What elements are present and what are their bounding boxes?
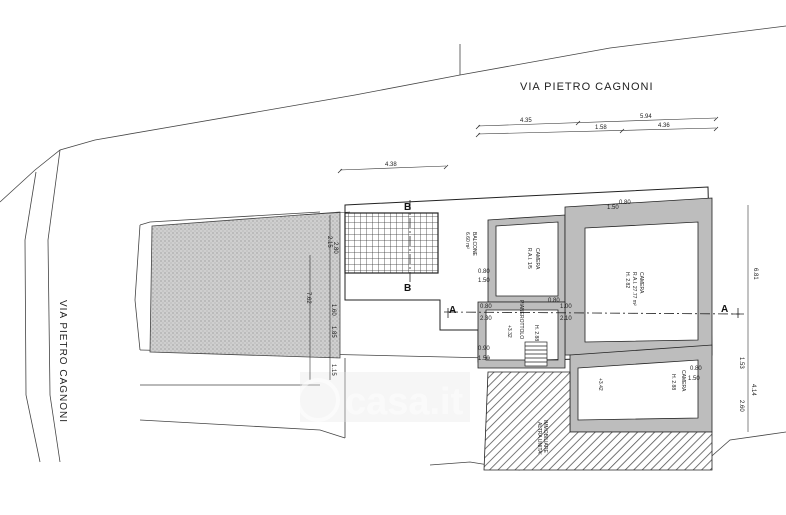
dimension-ticks <box>337 116 719 174</box>
courtyard-area <box>149 211 341 359</box>
dim-top-b: 5.94 <box>640 114 652 120</box>
dim-h-080c: 0.80 <box>480 304 492 310</box>
dim-left-b: 2.80 <box>332 242 338 254</box>
dimension-lines <box>299 117 749 432</box>
section-b-bottom: B <box>404 283 411 294</box>
dim-right-low: 4.14 <box>750 384 756 396</box>
other-unit-label: ALTRA UNITA' <box>536 422 542 454</box>
section-a-right: A <box>721 304 728 315</box>
dim-right-bottom: 2.60 <box>738 400 744 412</box>
dim-h-150: 1.50 <box>607 205 619 211</box>
section-b-top: B <box>404 202 411 213</box>
room-pianerottolo: PIANEROTTOLO <box>518 300 524 339</box>
dim-right-total: 6.81 <box>752 268 758 280</box>
other-unit-hatch <box>483 371 713 471</box>
room-camera-small-area: R.A.I. 1/5 <box>526 248 532 269</box>
dim-h-150b: 1.50 <box>478 356 490 362</box>
pergola-grid <box>344 212 439 274</box>
apartment-walls <box>477 197 713 433</box>
watermark-band <box>300 372 470 422</box>
street-label-west: VIA PIETRO CAGNONI <box>57 300 68 423</box>
level-marker-a: +3.32 <box>506 325 512 338</box>
room-camera-lower: CAMERA <box>680 370 686 392</box>
stairs <box>524 341 548 367</box>
dim-top-d: 4.36 <box>658 123 670 129</box>
room-camera-lower-height: H. 2.88 <box>670 374 676 390</box>
dim-h-080e: 0.80 <box>690 366 702 372</box>
other-unit-label-2: IMMOBILIARE <box>542 420 548 453</box>
dim-left-c: 7.62 <box>305 292 311 304</box>
street-label-north: VIA PIETRO CAGNONI <box>520 81 654 93</box>
dim-top-a: 4.35 <box>520 118 532 124</box>
watermark-text: casa.it <box>345 381 464 423</box>
room-camera-large: CAMERA <box>638 272 644 294</box>
room-camera-small: CAMERA <box>534 248 540 270</box>
dim-h-150d: 1.50 <box>688 376 700 382</box>
dim-h-080a: 0.80 <box>619 200 631 206</box>
level-marker-b: +3.42 <box>597 378 603 391</box>
room-balcone-area: 6.60 m² <box>464 232 470 249</box>
dim-h-090: 0.90 <box>478 346 490 352</box>
room-camera-large-area: R.A.I. 27.77 m² <box>631 272 637 306</box>
dim-left-a: 2.15 <box>326 236 332 248</box>
dim-top-c: 1.58 <box>595 125 607 131</box>
dim-left-d: 1.60 <box>330 304 336 316</box>
dim-left-e: 1.85 <box>330 326 336 338</box>
dim-h-080b: 0.80 <box>478 269 490 275</box>
section-a-left: A <box>449 305 456 316</box>
section-line-a <box>444 308 744 318</box>
dim-h-080d: 0.80 <box>548 298 560 304</box>
room-camera-large-height: H. 2.82 <box>624 272 630 288</box>
dim-h-210: 2.10 <box>560 316 572 322</box>
dim-h-230: 2.30 <box>480 316 492 322</box>
dim-right-mid: 1.53 <box>738 357 744 369</box>
dim-left-f: 1.15 <box>330 364 336 376</box>
room-balcone: BALCONE <box>471 232 477 257</box>
watermark-logo: casa.it <box>296 378 464 423</box>
dim-upper-left: 4.38 <box>385 162 397 168</box>
dim-h-100: 1.00 <box>560 304 572 310</box>
dim-h-150c: 1.50 <box>478 278 490 284</box>
room-pianerottolo-height: H. 2.88 <box>533 325 539 341</box>
